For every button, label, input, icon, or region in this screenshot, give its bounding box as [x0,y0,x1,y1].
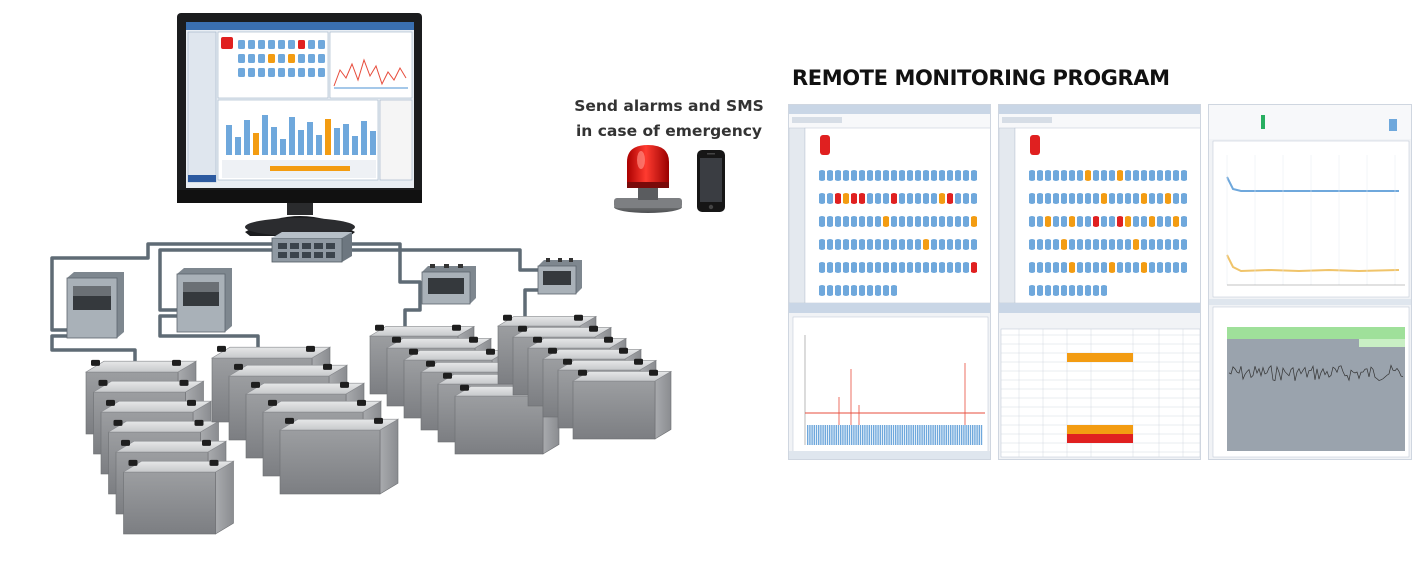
battery-icon [571,369,673,440]
network-switch-icon [271,232,352,263]
controller-unit-icon [66,272,124,339]
alarm-caption: Send alarms and SMS in case of emergency [574,94,764,144]
controller-unit-icon [176,268,232,333]
controller-unit-icon [421,264,476,305]
program-title: REMOTE MONITORING PROGRAM [792,66,1170,90]
program-screenshot-cell-overview [788,104,991,460]
battery-icon [122,459,235,535]
program-screenshot-alarm-table [998,104,1201,460]
cable-network [50,226,542,362]
alarm-beacon-icon [614,145,682,213]
program-screenshot-trend-charts [1208,104,1412,460]
alarm-caption-line1: Send alarms and SMS [574,97,764,115]
monitor-icon [177,13,422,236]
mobile-phone-icon [697,150,725,212]
battery-icon [278,417,400,495]
battery-banks [84,314,673,535]
alarm-caption-line2: in case of emergency [575,122,763,140]
controller-unit-icon [537,258,582,295]
